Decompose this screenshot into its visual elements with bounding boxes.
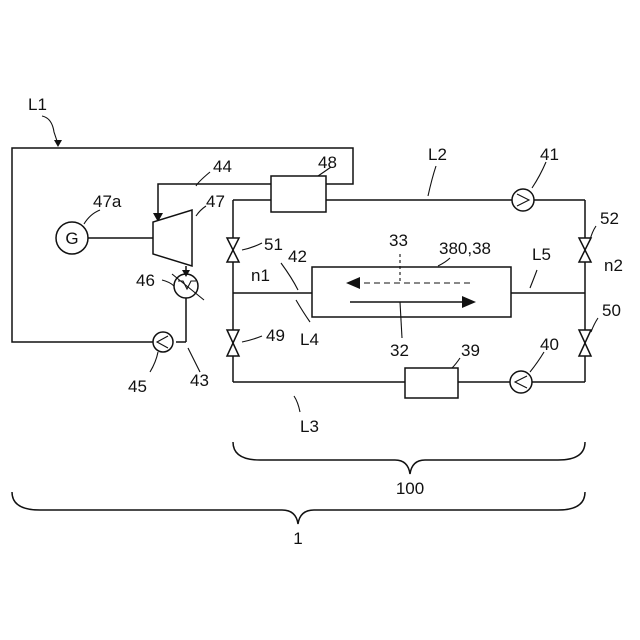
label-52: 52 <box>600 209 619 228</box>
generator-label: G <box>65 229 78 248</box>
label-l5: L5 <box>532 245 551 264</box>
label-100: 100 <box>396 479 424 498</box>
label-43: 43 <box>190 371 209 390</box>
pump-41 <box>512 189 534 211</box>
label-41: 41 <box>540 145 559 164</box>
valve-51-top <box>227 238 239 250</box>
label-33: 33 <box>389 231 408 250</box>
label-n1: n1 <box>251 266 270 285</box>
pump-40-circle <box>510 371 532 393</box>
leader-l1 <box>42 116 58 144</box>
label-47a: 47a <box>93 192 122 211</box>
label-42: 42 <box>288 247 307 266</box>
label-n2: n2 <box>604 256 623 275</box>
labels: L1 L2 L3 L4 L5 n1 n2 44 48 47a 47 46 45 … <box>28 95 623 548</box>
label-46: 46 <box>136 271 155 290</box>
leader-38 <box>438 258 450 266</box>
brace-1 <box>12 492 585 524</box>
valve-52 <box>579 238 591 262</box>
label-39: 39 <box>461 341 480 360</box>
leader-47a <box>84 210 100 224</box>
leader-46 <box>162 280 174 286</box>
label-l2: L2 <box>428 145 447 164</box>
leader-50 <box>591 318 598 332</box>
heat-exchanger-46 <box>172 270 204 300</box>
leader-l2 <box>428 166 436 196</box>
label-l3: L3 <box>300 417 319 436</box>
central-unit-box <box>312 267 511 317</box>
central-unit-38 <box>312 267 511 317</box>
valve-51 <box>227 238 239 262</box>
label-l4: L4 <box>300 330 319 349</box>
leader-51 <box>242 243 262 250</box>
leader-52 <box>590 226 596 240</box>
leader-49 <box>242 336 262 342</box>
label-51: 51 <box>264 235 283 254</box>
label-32: 32 <box>390 341 409 360</box>
leader-l4 <box>296 300 310 322</box>
valve-50 <box>579 330 591 356</box>
leader-l5 <box>530 270 537 288</box>
pump-40 <box>510 371 532 393</box>
leader-45 <box>150 352 158 372</box>
label-49: 49 <box>266 326 285 345</box>
label-1: 1 <box>293 529 302 548</box>
leader-42 <box>281 263 298 290</box>
valve-49-bottom <box>227 343 239 356</box>
valve-50-bottom <box>579 343 591 356</box>
label-40: 40 <box>540 335 559 354</box>
valve-49-top <box>227 330 239 343</box>
label-380-38: 380,38 <box>439 239 491 258</box>
leader-39 <box>452 358 460 368</box>
label-48: 48 <box>318 153 337 172</box>
label-l1: L1 <box>28 95 47 114</box>
component-39-box <box>405 368 458 398</box>
pump-45 <box>153 332 173 352</box>
leader-43 <box>188 348 200 372</box>
component-48-box <box>271 176 326 212</box>
label-50: 50 <box>602 301 621 320</box>
label-44: 44 <box>213 157 232 176</box>
brace-100 <box>233 442 585 474</box>
generator: G <box>56 222 153 254</box>
leader-47 <box>196 206 206 216</box>
leader-40 <box>530 352 544 372</box>
label-45: 45 <box>128 377 147 396</box>
pump-41-circle <box>512 189 534 211</box>
valve-52-top <box>579 238 591 250</box>
valve-50-top <box>579 330 591 343</box>
leader-l3 <box>294 396 300 412</box>
valve-51-bottom <box>227 250 239 262</box>
leader-l1-arrow-icon <box>54 140 62 147</box>
leader-41 <box>532 162 546 188</box>
label-47: 47 <box>206 192 225 211</box>
valve-52-bottom <box>579 250 591 262</box>
valve-49 <box>227 330 239 356</box>
